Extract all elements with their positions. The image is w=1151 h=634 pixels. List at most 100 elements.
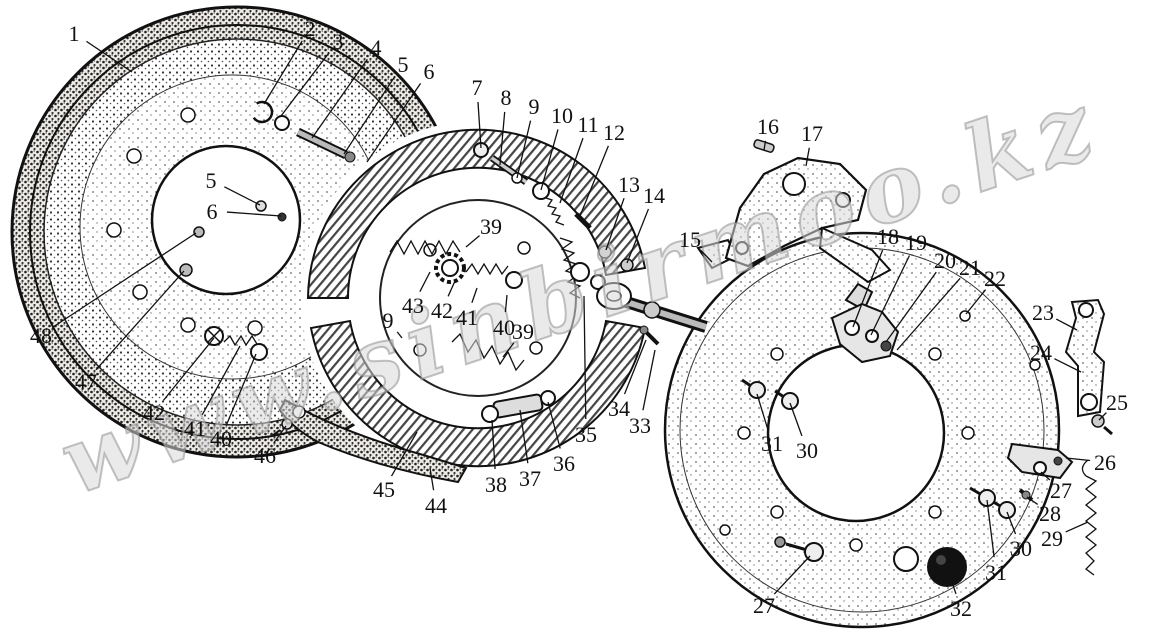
leader-line-14 xyxy=(626,208,650,264)
leader-line-36 xyxy=(547,401,561,449)
leader-line-38 xyxy=(491,419,496,470)
leader-line-30 xyxy=(789,402,803,437)
callout-19: 19 xyxy=(905,230,927,255)
leader-line-8 xyxy=(499,111,506,166)
shoe-return-spring-long xyxy=(559,237,582,299)
star-wheel-adjuster xyxy=(434,252,466,284)
callout-45: 45 xyxy=(373,477,395,502)
pivot-pin xyxy=(598,245,612,259)
adjuster-link-end xyxy=(481,405,499,423)
drum-bolt-hole xyxy=(247,320,263,336)
pivot-pin xyxy=(620,258,634,272)
side-bracket-group xyxy=(1006,442,1074,502)
spring-cup xyxy=(505,271,523,289)
shoe-roller xyxy=(998,501,1016,519)
leader-line-45 xyxy=(390,431,418,477)
shaft-end-cap xyxy=(344,151,356,163)
leader-line-33 xyxy=(642,349,656,411)
adjuster-spring-left xyxy=(223,334,258,347)
shaft-highlight xyxy=(296,129,348,158)
leader-line-2 xyxy=(263,40,303,105)
leader-line-26 xyxy=(1065,457,1091,462)
anchor-pin-hole xyxy=(865,329,879,343)
return-spring-upper xyxy=(389,239,461,256)
callout-22: 22 xyxy=(984,266,1006,291)
callout-41: 41 xyxy=(456,305,478,330)
leader-line-42 xyxy=(447,280,456,297)
upper-brake-shoe xyxy=(306,128,647,299)
leader-line-42 xyxy=(162,337,215,401)
callout-24: 24 xyxy=(1030,340,1052,365)
plate-bolt-hole xyxy=(770,505,784,519)
leader-line-22 xyxy=(965,289,987,315)
callout-14: 14 xyxy=(643,183,665,208)
plate-bolt-hole xyxy=(928,505,942,519)
callout-9: 9 xyxy=(529,94,540,119)
callout-12: 12 xyxy=(603,120,625,145)
plate-rollers xyxy=(741,378,1016,587)
leader-line-7 xyxy=(477,101,482,149)
callout-35: 35 xyxy=(575,422,597,447)
tension-spring xyxy=(1084,475,1098,576)
leader-line-20 xyxy=(885,271,937,343)
roller-pin xyxy=(774,536,786,548)
callout-46: 46 xyxy=(254,443,276,468)
drum-center-hole xyxy=(150,144,302,296)
callout-18: 18 xyxy=(877,224,899,249)
leader-line-44 xyxy=(429,467,435,491)
rubber-plug xyxy=(927,547,967,587)
callout-5: 5 xyxy=(398,52,409,77)
callout-36: 36 xyxy=(553,451,575,476)
plate-bolt-hole xyxy=(849,538,863,552)
callout-5: 5 xyxy=(206,168,217,193)
camshaft-group xyxy=(596,238,738,346)
bracket-hole xyxy=(1033,461,1047,475)
drum-stud xyxy=(193,226,205,238)
callout-20: 20 xyxy=(934,248,956,273)
lever-arm-group xyxy=(271,398,468,484)
slack-adjuster-lever xyxy=(724,139,892,284)
adjuster-link-nut xyxy=(540,390,556,406)
callout-38: 38 xyxy=(485,472,507,497)
bracket-pin xyxy=(1053,456,1063,466)
s-cam-head xyxy=(596,282,632,310)
leader-line-43 xyxy=(419,271,431,292)
plate-grommet xyxy=(893,546,919,572)
callout-42: 42 xyxy=(431,298,453,323)
return-spring-lower xyxy=(451,332,525,372)
leader-line-16 xyxy=(763,140,767,151)
leader-line-47 xyxy=(95,270,185,371)
leader-line-46 xyxy=(273,425,287,444)
leader-line-23 xyxy=(1055,318,1078,331)
callout-10: 10 xyxy=(551,103,573,128)
callout-47: 47 xyxy=(75,369,97,394)
leader-line-39 xyxy=(502,342,515,358)
callout-11: 11 xyxy=(577,112,598,137)
drum-bolt-hole xyxy=(180,107,196,123)
callout-37: 37 xyxy=(519,466,541,491)
lever-pin xyxy=(753,139,775,153)
shoe-web-ring xyxy=(379,199,577,397)
callout-3: 3 xyxy=(333,29,344,54)
plate-center-hole xyxy=(766,343,946,523)
leader-line-25 xyxy=(1098,412,1107,421)
callout-17: 17 xyxy=(801,121,823,146)
drum-bolt-hole xyxy=(132,284,148,300)
leader-line-30 xyxy=(1006,511,1017,535)
callout-26: 26 xyxy=(1094,450,1116,475)
callout-16: 16 xyxy=(757,114,779,139)
leader-line-27 xyxy=(1040,471,1051,481)
leader-line-1 xyxy=(86,40,133,73)
plate-bolt-hole xyxy=(737,426,751,440)
callout-8: 8 xyxy=(501,85,512,110)
leader-line-15 xyxy=(699,249,713,263)
backing-plate xyxy=(663,231,1061,629)
lever-arm xyxy=(818,226,892,284)
callout-4: 4 xyxy=(371,35,382,60)
lever-hole xyxy=(735,241,749,255)
arm-bolt-shank xyxy=(271,429,281,437)
callout-27: 27 xyxy=(753,593,775,618)
leader-line-4 xyxy=(311,58,368,139)
